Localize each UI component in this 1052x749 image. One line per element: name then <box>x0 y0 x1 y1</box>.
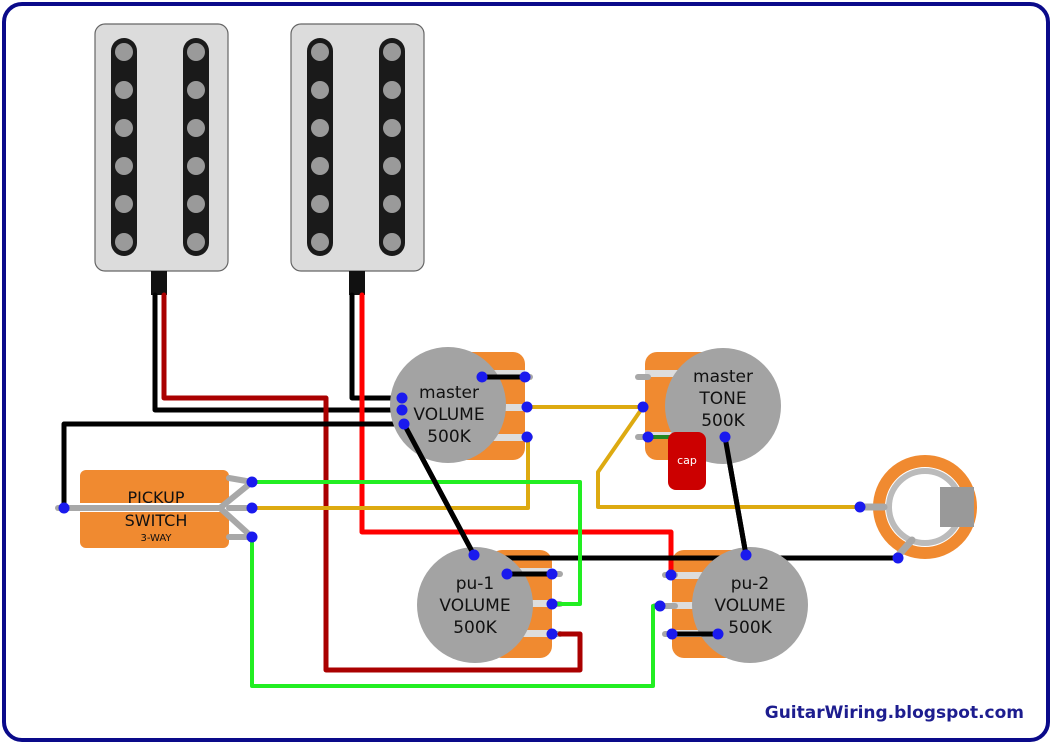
solder-point <box>546 628 558 640</box>
output-jack <box>854 455 977 562</box>
pot-label-line-1: pu-2 <box>731 574 770 594</box>
bridge-pickup-ground-wire <box>349 292 405 401</box>
pot-label-line-3: 500K <box>701 411 745 431</box>
solder-point <box>396 404 408 416</box>
pot-label-line-2: VOLUME <box>439 596 510 616</box>
solder-point <box>476 371 488 383</box>
bobbin-right <box>379 38 405 256</box>
tone-capacitor: cap <box>668 432 706 490</box>
capacitor-label: cap <box>677 454 697 467</box>
solder-point <box>719 431 731 443</box>
bobbin-right <box>183 38 209 256</box>
bobbin-left <box>111 38 137 256</box>
switch-to-pu1-wire <box>250 480 582 606</box>
overlay-wires <box>401 374 749 637</box>
bridge-humbucker-pickup <box>290 23 425 295</box>
solder-point <box>642 431 654 443</box>
solder-point <box>854 501 866 513</box>
pot-label-line-3: 500K <box>453 618 497 638</box>
solder-point <box>666 628 678 640</box>
solder-point <box>246 531 258 543</box>
solder-point <box>654 600 666 612</box>
solder-point <box>501 568 513 580</box>
pot-label-line-1: master <box>419 383 479 403</box>
solder-point <box>740 549 752 561</box>
pot-label-line-3: 500K <box>728 618 772 638</box>
neck-pickup-ground-wire <box>152 292 405 413</box>
solder-point <box>246 502 258 514</box>
neck-pickup-hot-wire <box>161 292 583 673</box>
pu1-volume-pot: pu-1 VOLUME 500K <box>417 547 533 663</box>
pot-label-line-2: TONE <box>698 389 746 409</box>
switch-label-line-2: SWITCH <box>125 511 188 530</box>
solder-point <box>712 628 724 640</box>
bridge-pickup-hot-wire <box>359 292 674 578</box>
switch-ground-wire <box>61 421 407 511</box>
pole-pieces <box>115 43 205 251</box>
solder-point <box>892 552 904 564</box>
solder-point <box>521 431 533 443</box>
site-credit: GuitarWiring.blogspot.com <box>765 703 1024 723</box>
switch-label-line-3: 3-WAY <box>140 533 172 544</box>
solder-point <box>521 401 533 413</box>
solder-point <box>398 418 410 430</box>
solder-point <box>665 569 677 581</box>
switch-output-wire <box>250 435 530 510</box>
pot-label-line-3: 500K <box>427 427 471 447</box>
master-to-jack-wire <box>596 405 862 509</box>
pot-label-line-2: VOLUME <box>714 596 785 616</box>
pole-pieces <box>311 43 401 251</box>
neck-humbucker-pickup <box>94 23 229 295</box>
solder-point <box>637 401 649 413</box>
solder-point <box>58 502 70 514</box>
solder-point <box>546 598 558 610</box>
solder-points <box>58 371 904 640</box>
pot-label-line-1: pu-1 <box>456 574 495 594</box>
pot-label-line-1: master <box>693 367 753 387</box>
solder-point <box>246 476 258 488</box>
solder-point <box>546 568 558 580</box>
bobbin-left <box>307 38 333 256</box>
pu2-volume-pot: pu-2 VOLUME 500K <box>692 547 808 663</box>
pot-label-line-2: VOLUME <box>413 405 484 425</box>
switch-label-line-1: PICKUP <box>128 488 185 507</box>
solder-point <box>468 549 480 561</box>
pickup-cable-sleeve <box>349 271 365 295</box>
pickup-cable-sleeve <box>151 271 167 295</box>
master-volume-pot: master VOLUME 500K <box>390 347 506 463</box>
solder-point <box>519 371 531 383</box>
solder-point <box>396 392 408 404</box>
